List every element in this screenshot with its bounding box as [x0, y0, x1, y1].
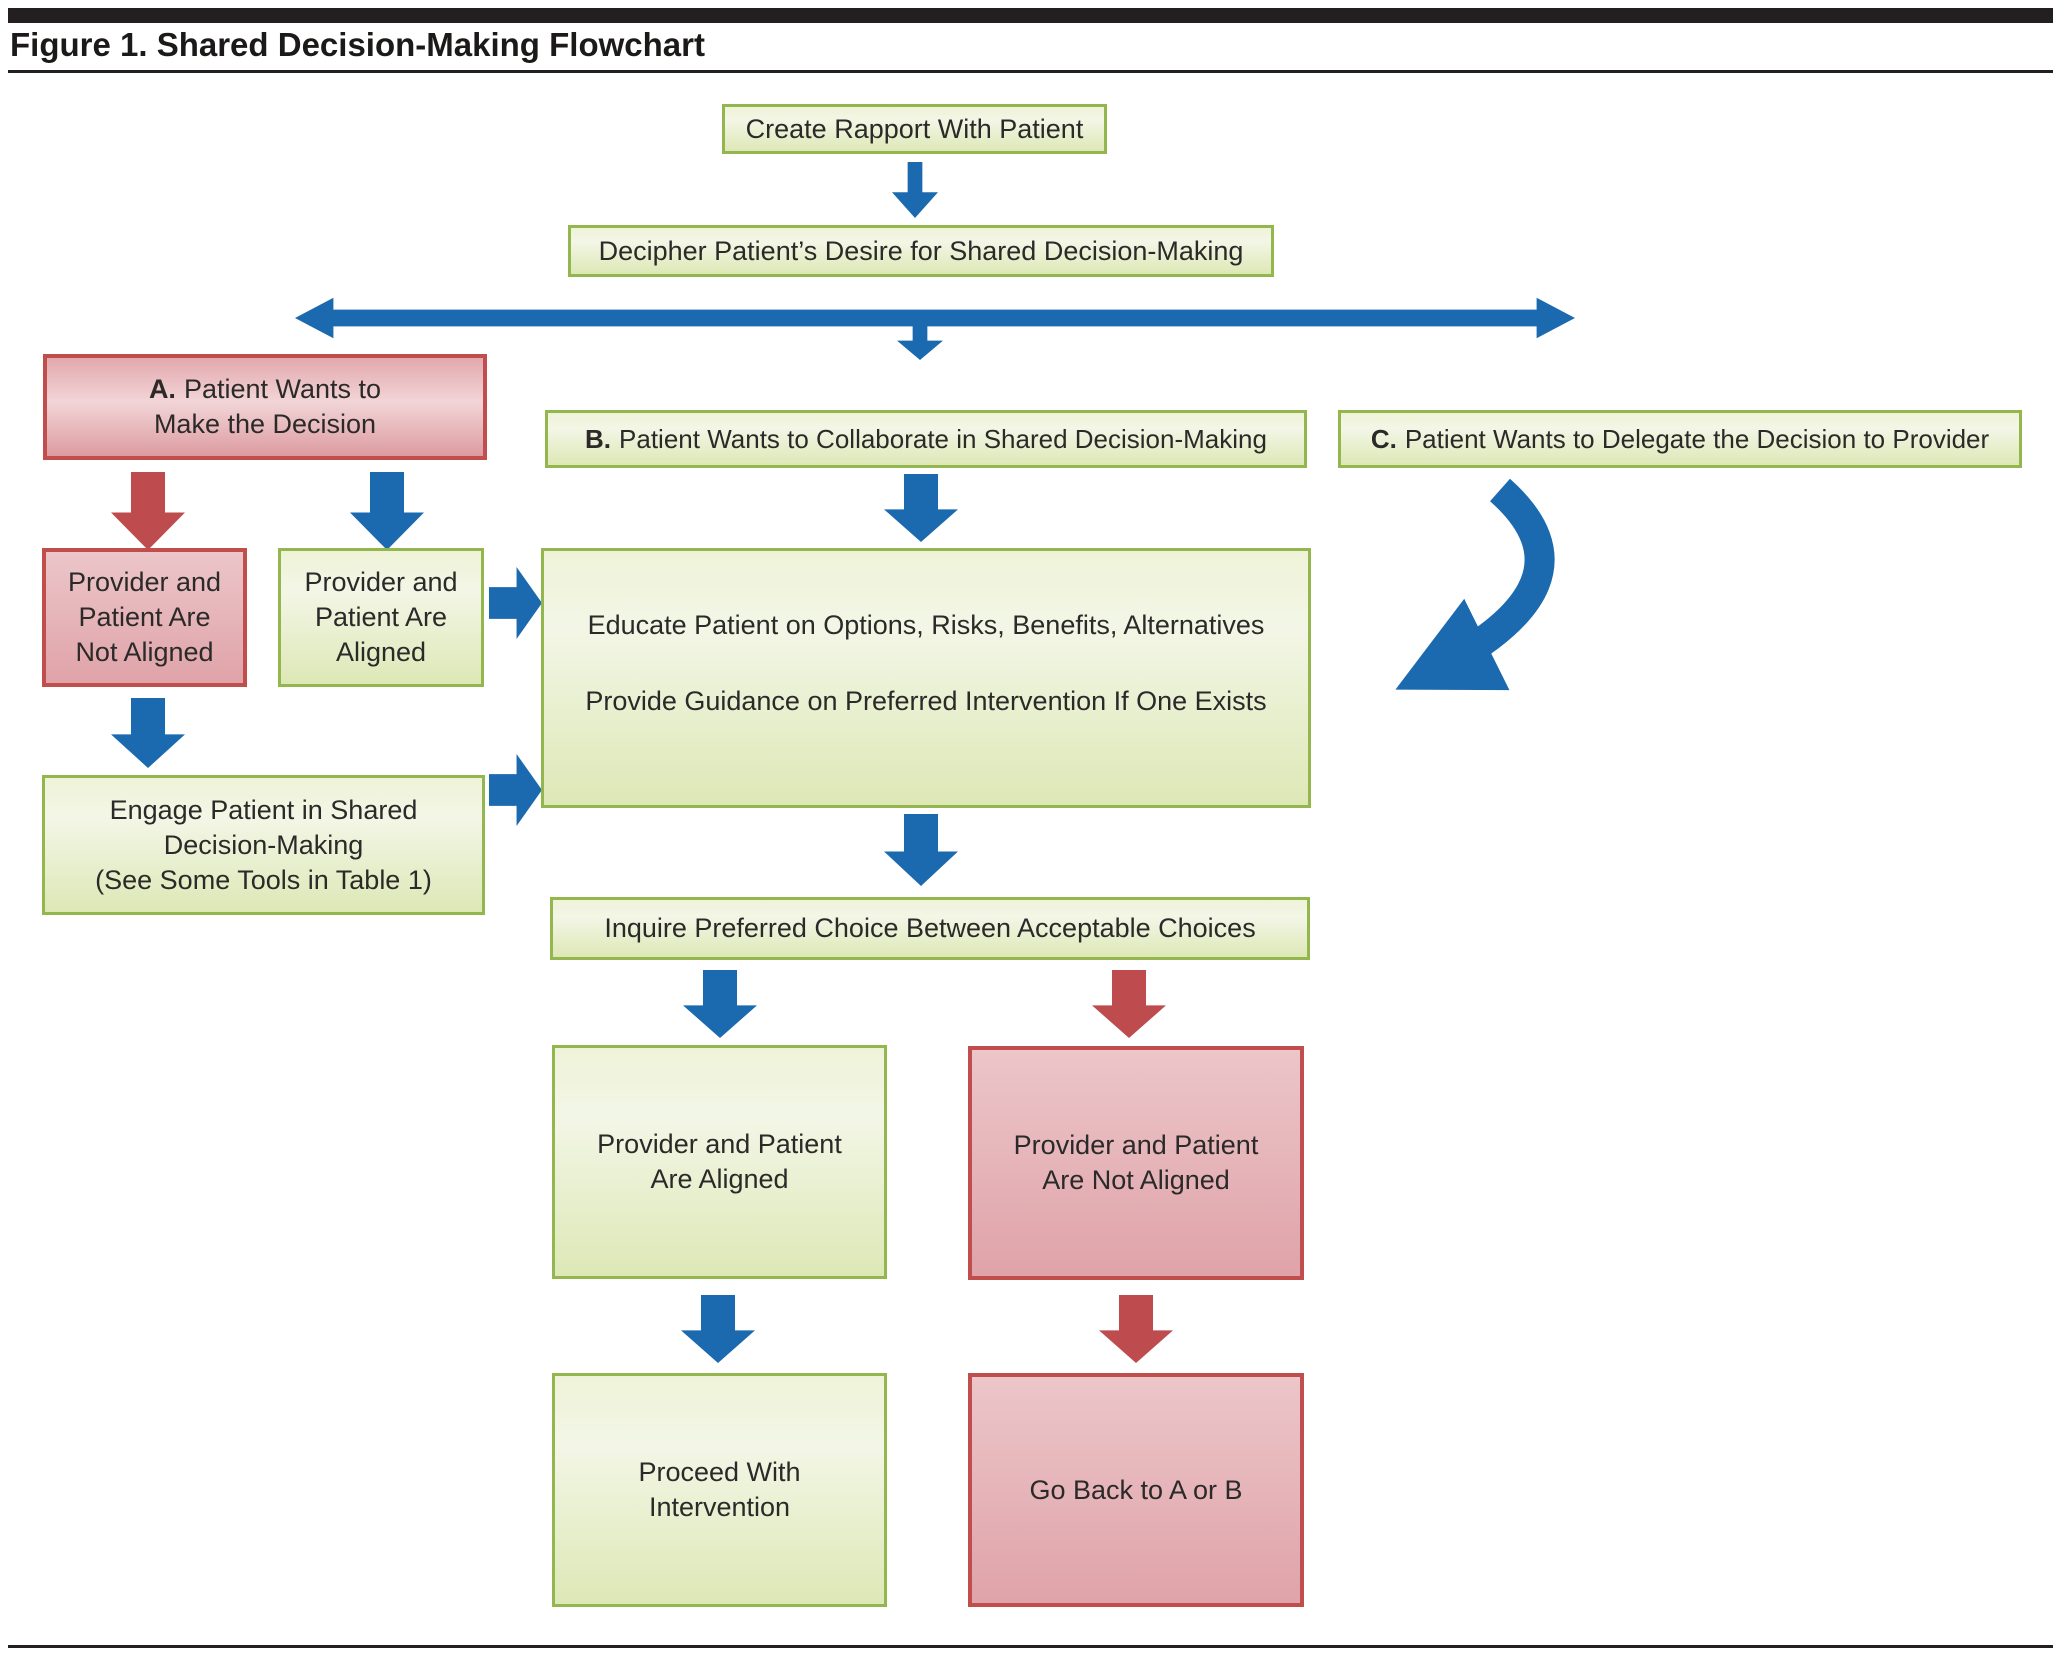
- node-a-not-aligned: Provider and Patient Are Not Aligned: [42, 548, 247, 687]
- node-branch-c: C.Patient Wants to Delegate the Decision…: [1338, 410, 2022, 468]
- arrow-aligned-to-proceed: [681, 1295, 755, 1363]
- node-a-aligned: Provider and Patient Are Aligned: [278, 548, 484, 687]
- node-educate-line2: Provide Guidance on Preferred Interventi…: [585, 686, 1267, 716]
- branch-a-text: Patient Wants to Make the Decision: [153, 374, 382, 439]
- bottom-divider: [8, 1645, 2053, 1648]
- node-proceed: Proceed With Intervention: [552, 1373, 887, 1607]
- node-engage-label: Engage Patient in Shared Decision-Making…: [95, 794, 432, 895]
- node-inquire-label: Inquire Preferred Choice Between Accepta…: [604, 913, 1256, 943]
- arrow-rapport-to-decipher: [892, 162, 938, 218]
- node-proceed-label: Proceed With Intervention: [638, 1457, 801, 1522]
- arrow-inquire-to-aligned: [683, 970, 757, 1038]
- arrow-educate-to-inquire: [884, 814, 958, 886]
- branch-b-letter: B.: [585, 423, 612, 454]
- node-branch-a: A.Patient Wants to Make the Decision: [43, 354, 487, 460]
- node-decipher-label: Decipher Patient’s Desire for Shared Dec…: [598, 235, 1244, 266]
- node-inquire: Inquire Preferred Choice Between Accepta…: [550, 897, 1310, 960]
- branch-b-text: Patient Wants to Collaborate in Shared D…: [619, 423, 1267, 454]
- node-go-back: Go Back to A or B: [968, 1373, 1304, 1607]
- node-educate: Educate Patient on Options, Risks, Benef…: [541, 548, 1311, 808]
- node-branch-b-label: B.Patient Wants to Collaborate in Shared…: [585, 422, 1267, 457]
- branch-c-letter: C.: [1370, 423, 1397, 454]
- node-educate-line1: Educate Patient on Options, Risks, Benef…: [587, 610, 1265, 640]
- branch-c-text: Patient Wants to Delegate the Decision t…: [1404, 423, 1990, 454]
- node-create-rapport: Create Rapport With Patient: [722, 104, 1107, 154]
- node-engage: Engage Patient in Shared Decision-Making…: [42, 775, 485, 915]
- node-outcome-aligned: Provider and Patient Are Aligned: [552, 1045, 887, 1279]
- node-branch-c-label: C.Patient Wants to Delegate the Decision…: [1371, 422, 1989, 457]
- branch-a-letter: A.: [148, 374, 176, 404]
- arrow-a-to-aligned: [350, 472, 424, 550]
- arrow-inquire-to-not-aligned: [1092, 970, 1166, 1038]
- top-divider: [8, 8, 2053, 23]
- arrow-not-aligned-to-go-back: [1099, 1295, 1173, 1363]
- node-outcome-aligned-label: Provider and Patient Are Aligned: [597, 1129, 842, 1194]
- arrow-aligned-to-educate: [489, 567, 542, 639]
- node-branch-b: B.Patient Wants to Collaborate in Shared…: [545, 410, 1307, 468]
- node-branch-a-label: A.Patient Wants to Make the Decision: [149, 372, 381, 442]
- node-outcome-not-aligned-label: Provider and Patient Are Not Aligned: [1013, 1130, 1259, 1195]
- arrow-c-to-educate: [1395, 478, 1555, 691]
- node-decipher: Decipher Patient’s Desire for Shared Dec…: [568, 225, 1274, 277]
- figure-title: Figure 1. Shared Decision-Making Flowcha…: [10, 26, 705, 63]
- title-divider: [8, 70, 2053, 73]
- arrow-not-aligned-to-engage: [111, 698, 185, 768]
- node-a-not-aligned-label: Provider and Patient Are Not Aligned: [67, 567, 222, 667]
- arrow-engage-to-educate: [489, 754, 542, 826]
- node-a-aligned-label: Provider and Patient Are Aligned: [304, 567, 458, 667]
- node-outcome-not-aligned: Provider and Patient Are Not Aligned: [968, 1046, 1304, 1280]
- node-go-back-label: Go Back to A or B: [1029, 1474, 1243, 1505]
- arrow-b-to-educate: [884, 474, 958, 542]
- node-create-rapport-label: Create Rapport With Patient: [745, 113, 1084, 144]
- arrow-a-to-not-aligned: [111, 472, 185, 550]
- branch-spread-arrow: [295, 297, 1575, 339]
